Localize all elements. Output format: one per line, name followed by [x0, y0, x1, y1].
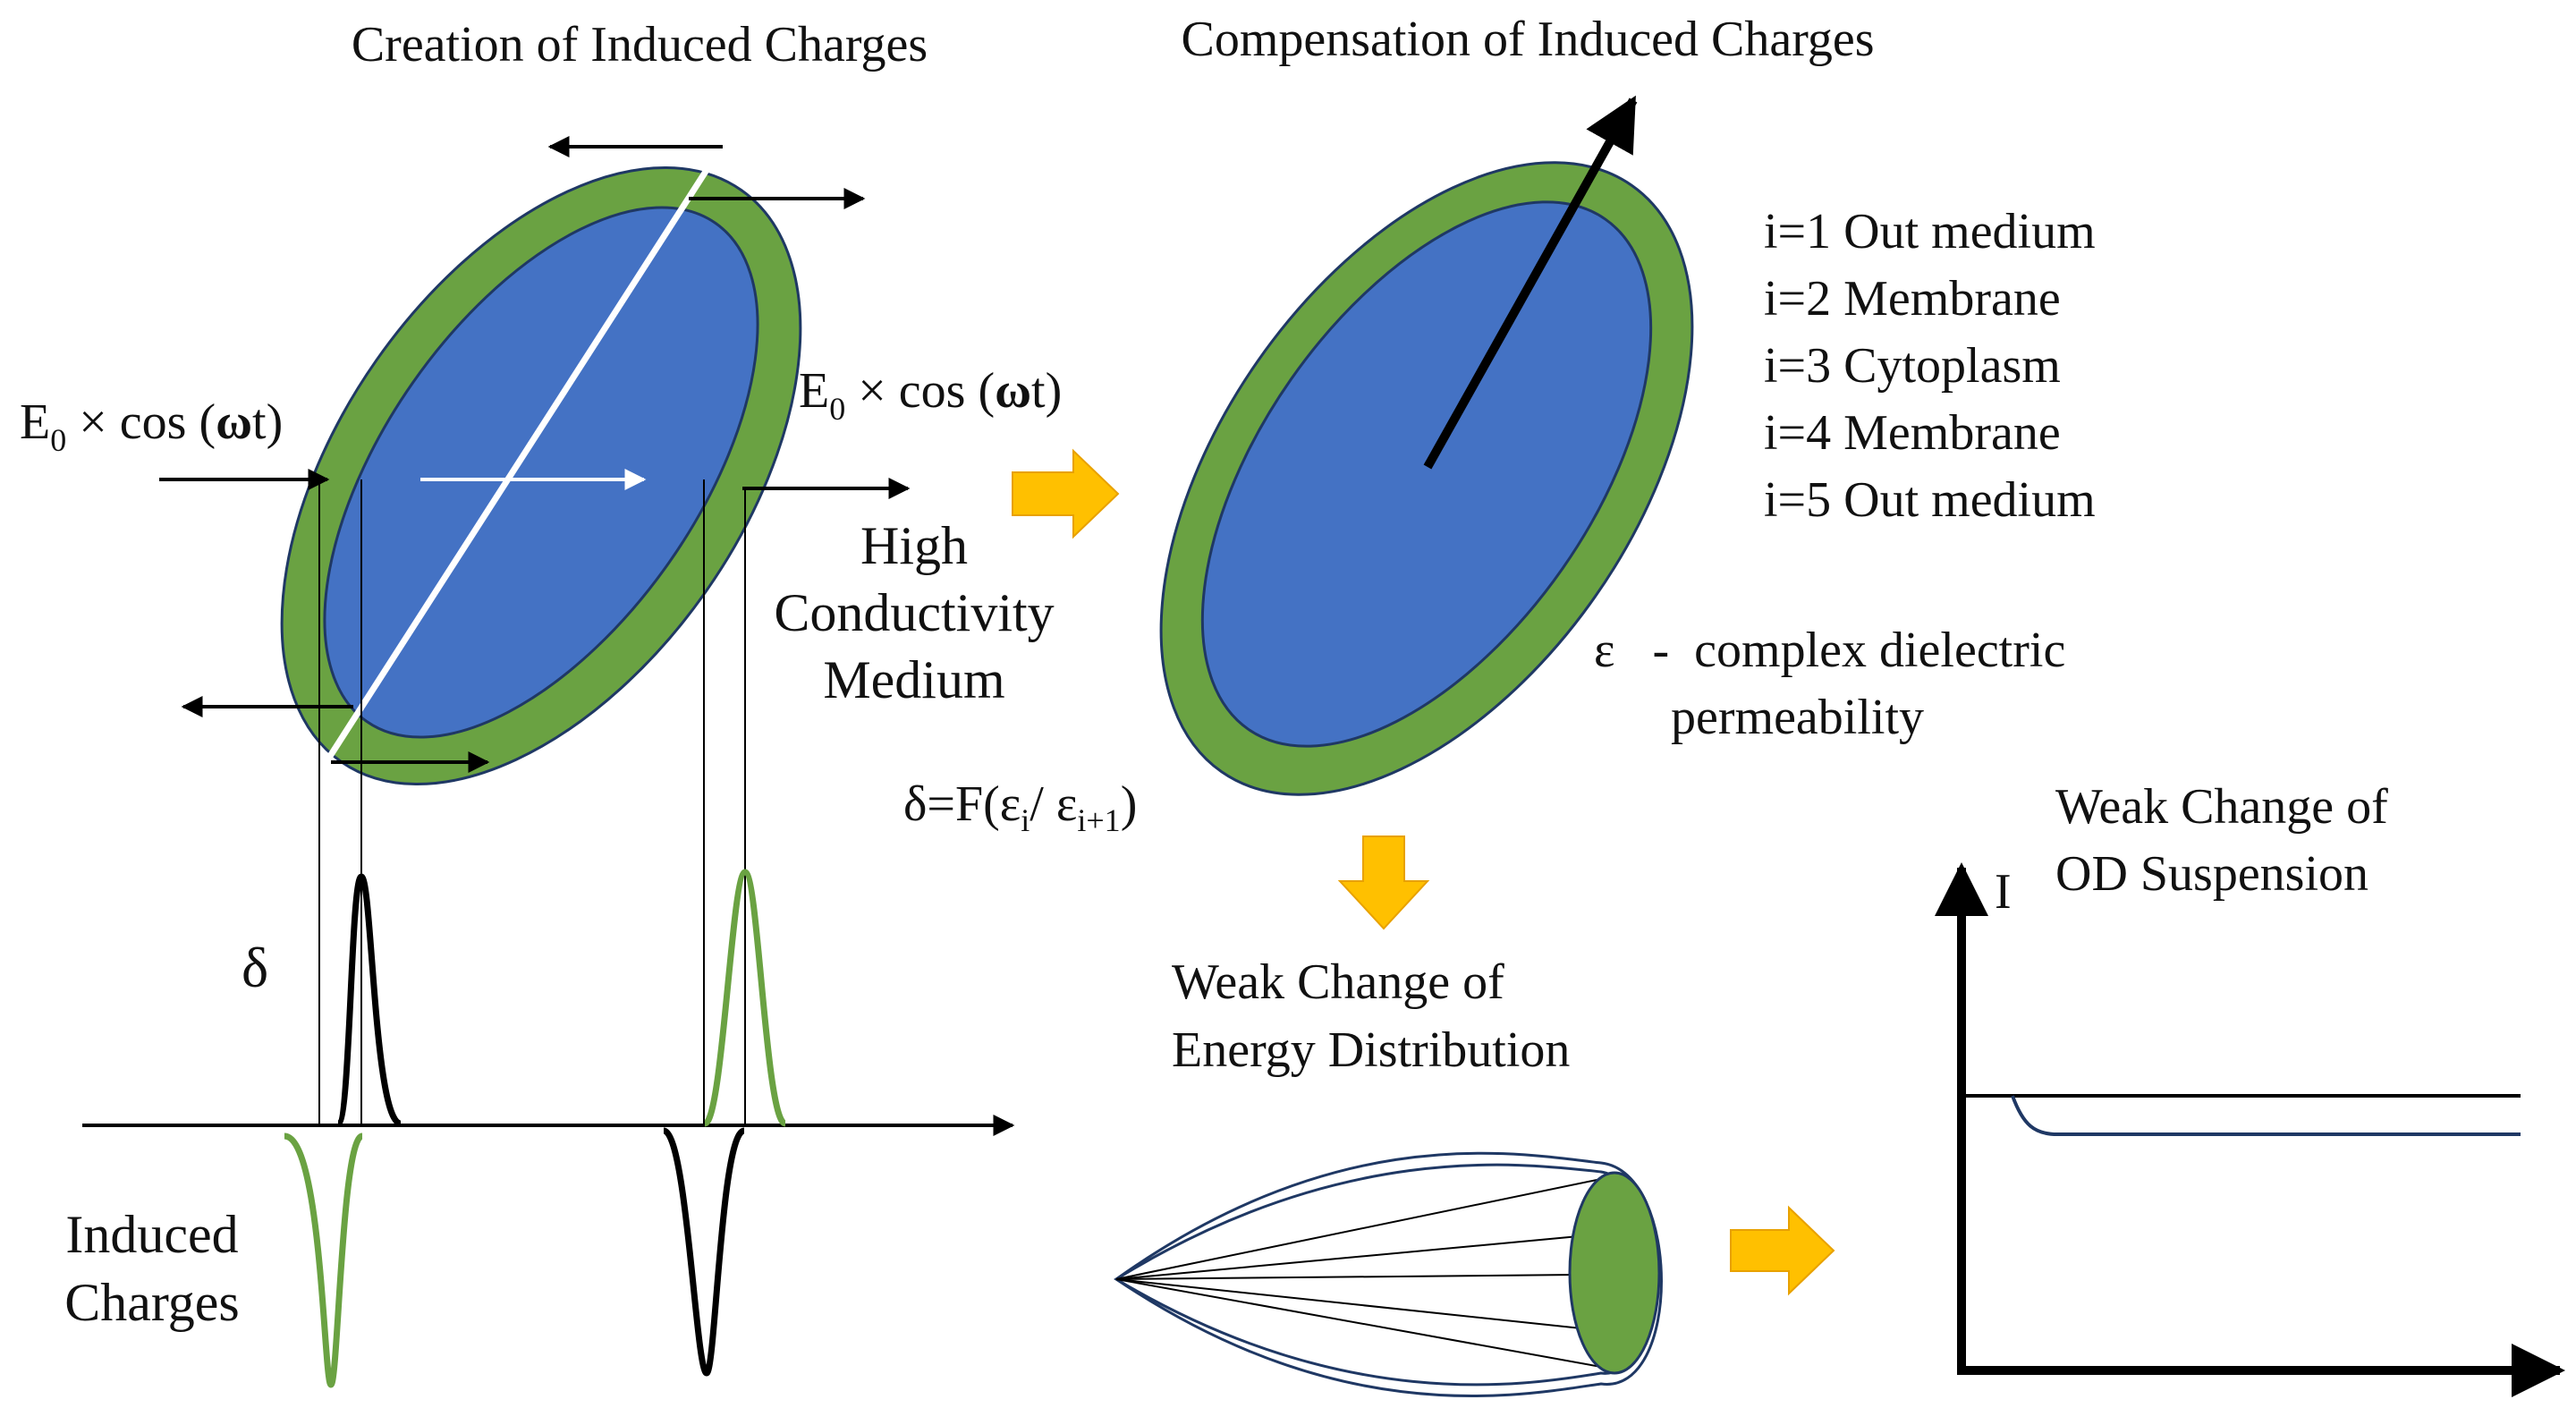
epsilon-line-2: permeability	[1671, 690, 1924, 745]
black-peak-down	[662, 1127, 746, 1377]
legend-item-2: i=2 Membrane	[1764, 271, 2061, 327]
black-peak-up	[335, 873, 402, 1127]
cone-outer-outline	[1114, 1151, 1663, 1397]
medium-label-line-1: High	[860, 516, 968, 575]
major-axis-line	[325, 143, 725, 762]
delta-symbol: δ	[242, 936, 268, 999]
medium-label-line-3: Medium	[823, 650, 1004, 709]
field-label-right: E0 × cos (ωt)	[799, 363, 1062, 427]
cone-end-disc	[1568, 1171, 1661, 1375]
cytoplasm-ellipse	[323, 206, 759, 739]
energy-cone	[1114, 1151, 1663, 1397]
od-axis-label: I	[1995, 864, 2012, 920]
od-graph: I	[1935, 862, 2565, 1397]
induced-label-line-1: Induced	[65, 1205, 238, 1264]
compensation-title: Compensation of Induced Charges	[1181, 12, 1874, 67]
flow-arrow-right-1	[1012, 448, 1120, 539]
creation-title: Creation of Induced Charges	[352, 17, 928, 72]
permittivity-legend: i=1 Out medium i=2 Membrane i=3 Cytoplas…	[1764, 204, 2096, 528]
legend-item-3: i=3 Cytoplasm	[1764, 338, 2061, 394]
cell-compensation	[1159, 161, 1694, 796]
green-peak-up	[701, 869, 787, 1127]
legend-item-1: i=1 Out medium	[1764, 204, 2096, 259]
legend-item-5: i=5 Out medium	[1764, 472, 2096, 528]
medium-label-line-2: Conductivity	[774, 583, 1054, 642]
delta-formula: δ=F(εi/ εi+1)	[903, 776, 1137, 838]
projection-lines	[318, 479, 746, 1125]
green-peak-down	[283, 1132, 364, 1388]
flow-arrow-down	[1337, 835, 1430, 930]
induced-label-line-2: Charges	[64, 1273, 240, 1332]
cell-creation	[280, 143, 802, 786]
energy-label-line-2: Energy Distribution	[1172, 1022, 1570, 1078]
legend-item-4: i=4 Membrane	[1764, 405, 2061, 461]
flow-arrow-right-2	[1730, 1205, 1835, 1296]
energy-label-line-1: Weak Change of	[1172, 954, 1504, 1010]
compensation-field-arrow	[1423, 95, 1638, 470]
field-arrows	[159, 136, 911, 773]
od-label-line-1: Weak Change of	[2055, 779, 2388, 835]
od-label-line-2: OD Suspension	[2055, 846, 2368, 902]
od-response-curve	[2011, 1095, 2521, 1136]
epsilon-line-1: ε - complex dielectric	[1594, 623, 2065, 678]
field-label-left: E0 × cos (ωt)	[20, 394, 283, 458]
cytoplasm-ellipse-2	[1200, 200, 1653, 748]
